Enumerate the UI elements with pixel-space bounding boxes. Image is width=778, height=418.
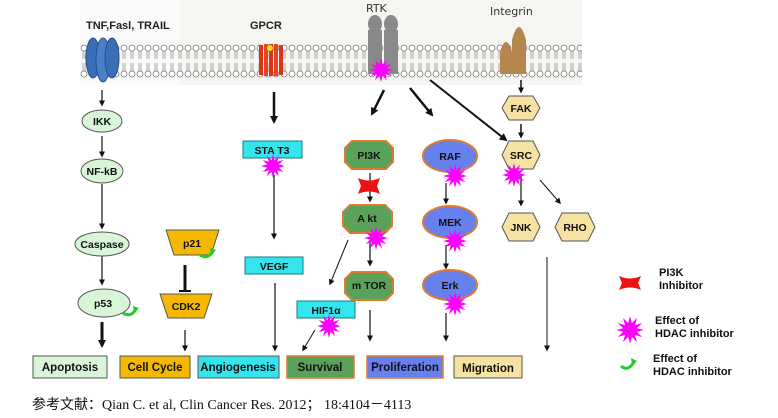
outcome-proliferation-label: Proliferation (371, 362, 439, 374)
node-ikk: IKK (81, 109, 123, 133)
hdac-effect-star-icon-erk (443, 292, 467, 316)
integrin-receptor-icon (500, 27, 526, 74)
citation: 参考文献：Qian C. et al, Clin Cancer Res. 201… (32, 398, 412, 413)
hdac-arrow-icon-p53 (122, 306, 139, 317)
node-jnk: JNK (501, 212, 541, 242)
node-caspase: Caspase (74, 231, 130, 257)
outcome-survival: Survival (286, 355, 355, 379)
node-mtor-label: m TOR (352, 280, 387, 292)
node-hif1a: HIF1α (296, 300, 356, 319)
receptor-label-integrin: Integrin (490, 5, 533, 18)
node-nfkb-label: NF-kB (87, 166, 118, 178)
rtk-receptor-icon (368, 15, 398, 74)
node-raf-label: RAF (439, 151, 461, 163)
node-raf: RAF (422, 139, 478, 173)
node-pi3k: PI3K (344, 140, 394, 170)
hdac-effect-star-icon (616, 316, 644, 344)
legend: PI3K Inhibitor Effect of HDAC inhibitor … (616, 267, 735, 378)
node-erk-label: Erk (442, 280, 459, 292)
tnf-receptor-icon (85, 37, 120, 83)
cell-membrane (80, 42, 582, 78)
receptor-label-tnf: TNF,Fasl, TRAIL (86, 20, 170, 32)
node-rho-label: RHO (563, 222, 586, 234)
node-nfkb: NF-kB (80, 158, 124, 184)
node-jnk-label: JNK (510, 222, 531, 234)
hdac-effect-star-icon-akt (364, 226, 388, 250)
node-akt: A kt (342, 204, 393, 234)
node-mek-label: MEK (438, 217, 462, 229)
node-erk: Erk (422, 269, 478, 301)
node-akt-label: A kt (357, 213, 377, 225)
legend-pi3k-line1: PI3K (659, 267, 684, 279)
outcome-apoptosis-label: Apoptosis (42, 362, 98, 374)
receptor-label-rtk: RTK (366, 2, 388, 15)
node-rho: RHO (554, 212, 596, 242)
node-cdk2-label: CDK2 (172, 301, 201, 313)
outcome-angiogenesis-label: Angiogenesis (200, 362, 275, 374)
node-caspase-label: Caspase (80, 239, 123, 251)
outcome-cell-cycle-label: Cell Cycle (128, 362, 183, 374)
legend-hdac-arrow: Effect of HDAC inhibitor (620, 353, 733, 378)
legend-hdac-arrow-line1: Effect of (653, 353, 697, 365)
hdac-effect-star-icon-mek (443, 229, 467, 253)
hdac-effect-star-icon-stat3 (261, 154, 285, 178)
node-stat3: STA T3 (242, 140, 303, 159)
node-p21-label: p21 (183, 238, 201, 250)
node-p53-label: p53 (94, 298, 112, 310)
node-hif1a-label: HIF1α (311, 305, 341, 317)
node-src-label: SRC (510, 150, 533, 162)
outcome-survival-label: Survival (298, 362, 343, 374)
hdac-effect-star-icon-hif1a (317, 314, 341, 338)
node-mtor: m TOR (344, 271, 394, 301)
legend-hdac-star-line1: Effect of (655, 315, 699, 327)
pi3k-inhibitor-icon (358, 178, 380, 194)
node-fak: FAK (501, 95, 541, 121)
node-vegf: VEGF (244, 256, 304, 275)
outcome-migration: Migration (453, 355, 523, 379)
outcome-cell-cycle: Cell Cycle (119, 355, 191, 379)
hdac-arrow-icon-p21 (199, 248, 216, 259)
node-ikk-label: IKK (93, 116, 112, 128)
outcome-apoptosis: Apoptosis (32, 355, 108, 379)
hdac-effect-star-icon-raf (443, 164, 467, 188)
legend-pi3k-inhibitor: PI3K Inhibitor (619, 267, 704, 292)
gpcr-receptor-icon (259, 44, 283, 76)
node-p53: p53 (77, 288, 131, 318)
legend-pi3k-line2: Inhibitor (659, 280, 704, 292)
node-cdk2: CDK2 (159, 293, 213, 319)
outcome-proliferation: Proliferation (366, 355, 444, 379)
legend-hdac-star-line2: HDAC inhibitor (655, 328, 735, 340)
receptor-label-gpcr: GPCR (250, 20, 282, 32)
hdac-effect-star-icon-src (502, 163, 526, 187)
node-src: SRC (501, 140, 541, 170)
hdac-effect-star-icon-rtk (369, 58, 393, 82)
node-fak-label: FAK (511, 103, 532, 115)
outcome-angiogenesis: Angiogenesis (197, 355, 280, 379)
node-vegf-label: VEGF (260, 261, 289, 273)
pi3k-inhibitor-icon (619, 276, 641, 290)
legend-hdac-arrow-line2: HDAC inhibitor (653, 366, 733, 378)
legend-hdac-star: Effect of HDAC inhibitor (616, 315, 735, 344)
node-pi3k-label: PI3K (357, 150, 381, 162)
outcome-migration-label: Migration (462, 363, 514, 375)
pathway-arrows (98, 79, 561, 352)
node-stat3-label: STA T3 (254, 145, 289, 157)
